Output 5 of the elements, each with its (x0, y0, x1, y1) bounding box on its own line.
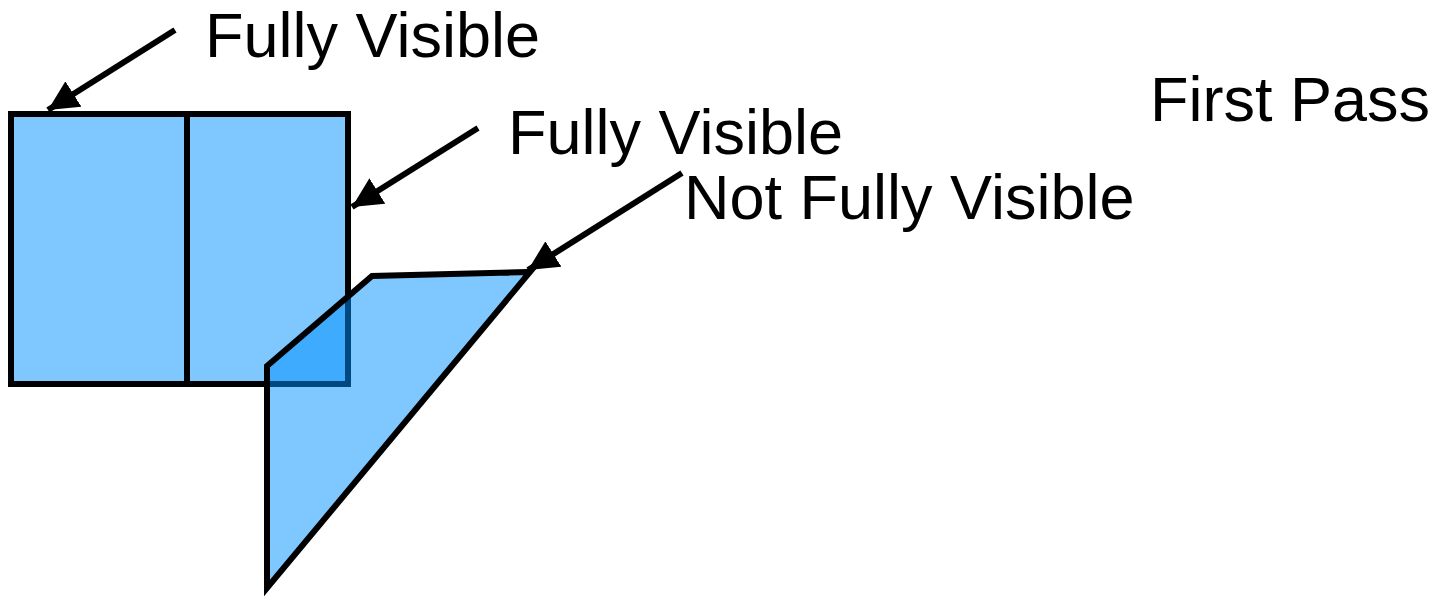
leader-arrow (46, 27, 177, 113)
callout-label: Fully Visible (205, 0, 540, 70)
pass-label: First Pass (1150, 64, 1431, 134)
leader-arrow (350, 125, 480, 210)
leader-arrow (526, 170, 684, 273)
